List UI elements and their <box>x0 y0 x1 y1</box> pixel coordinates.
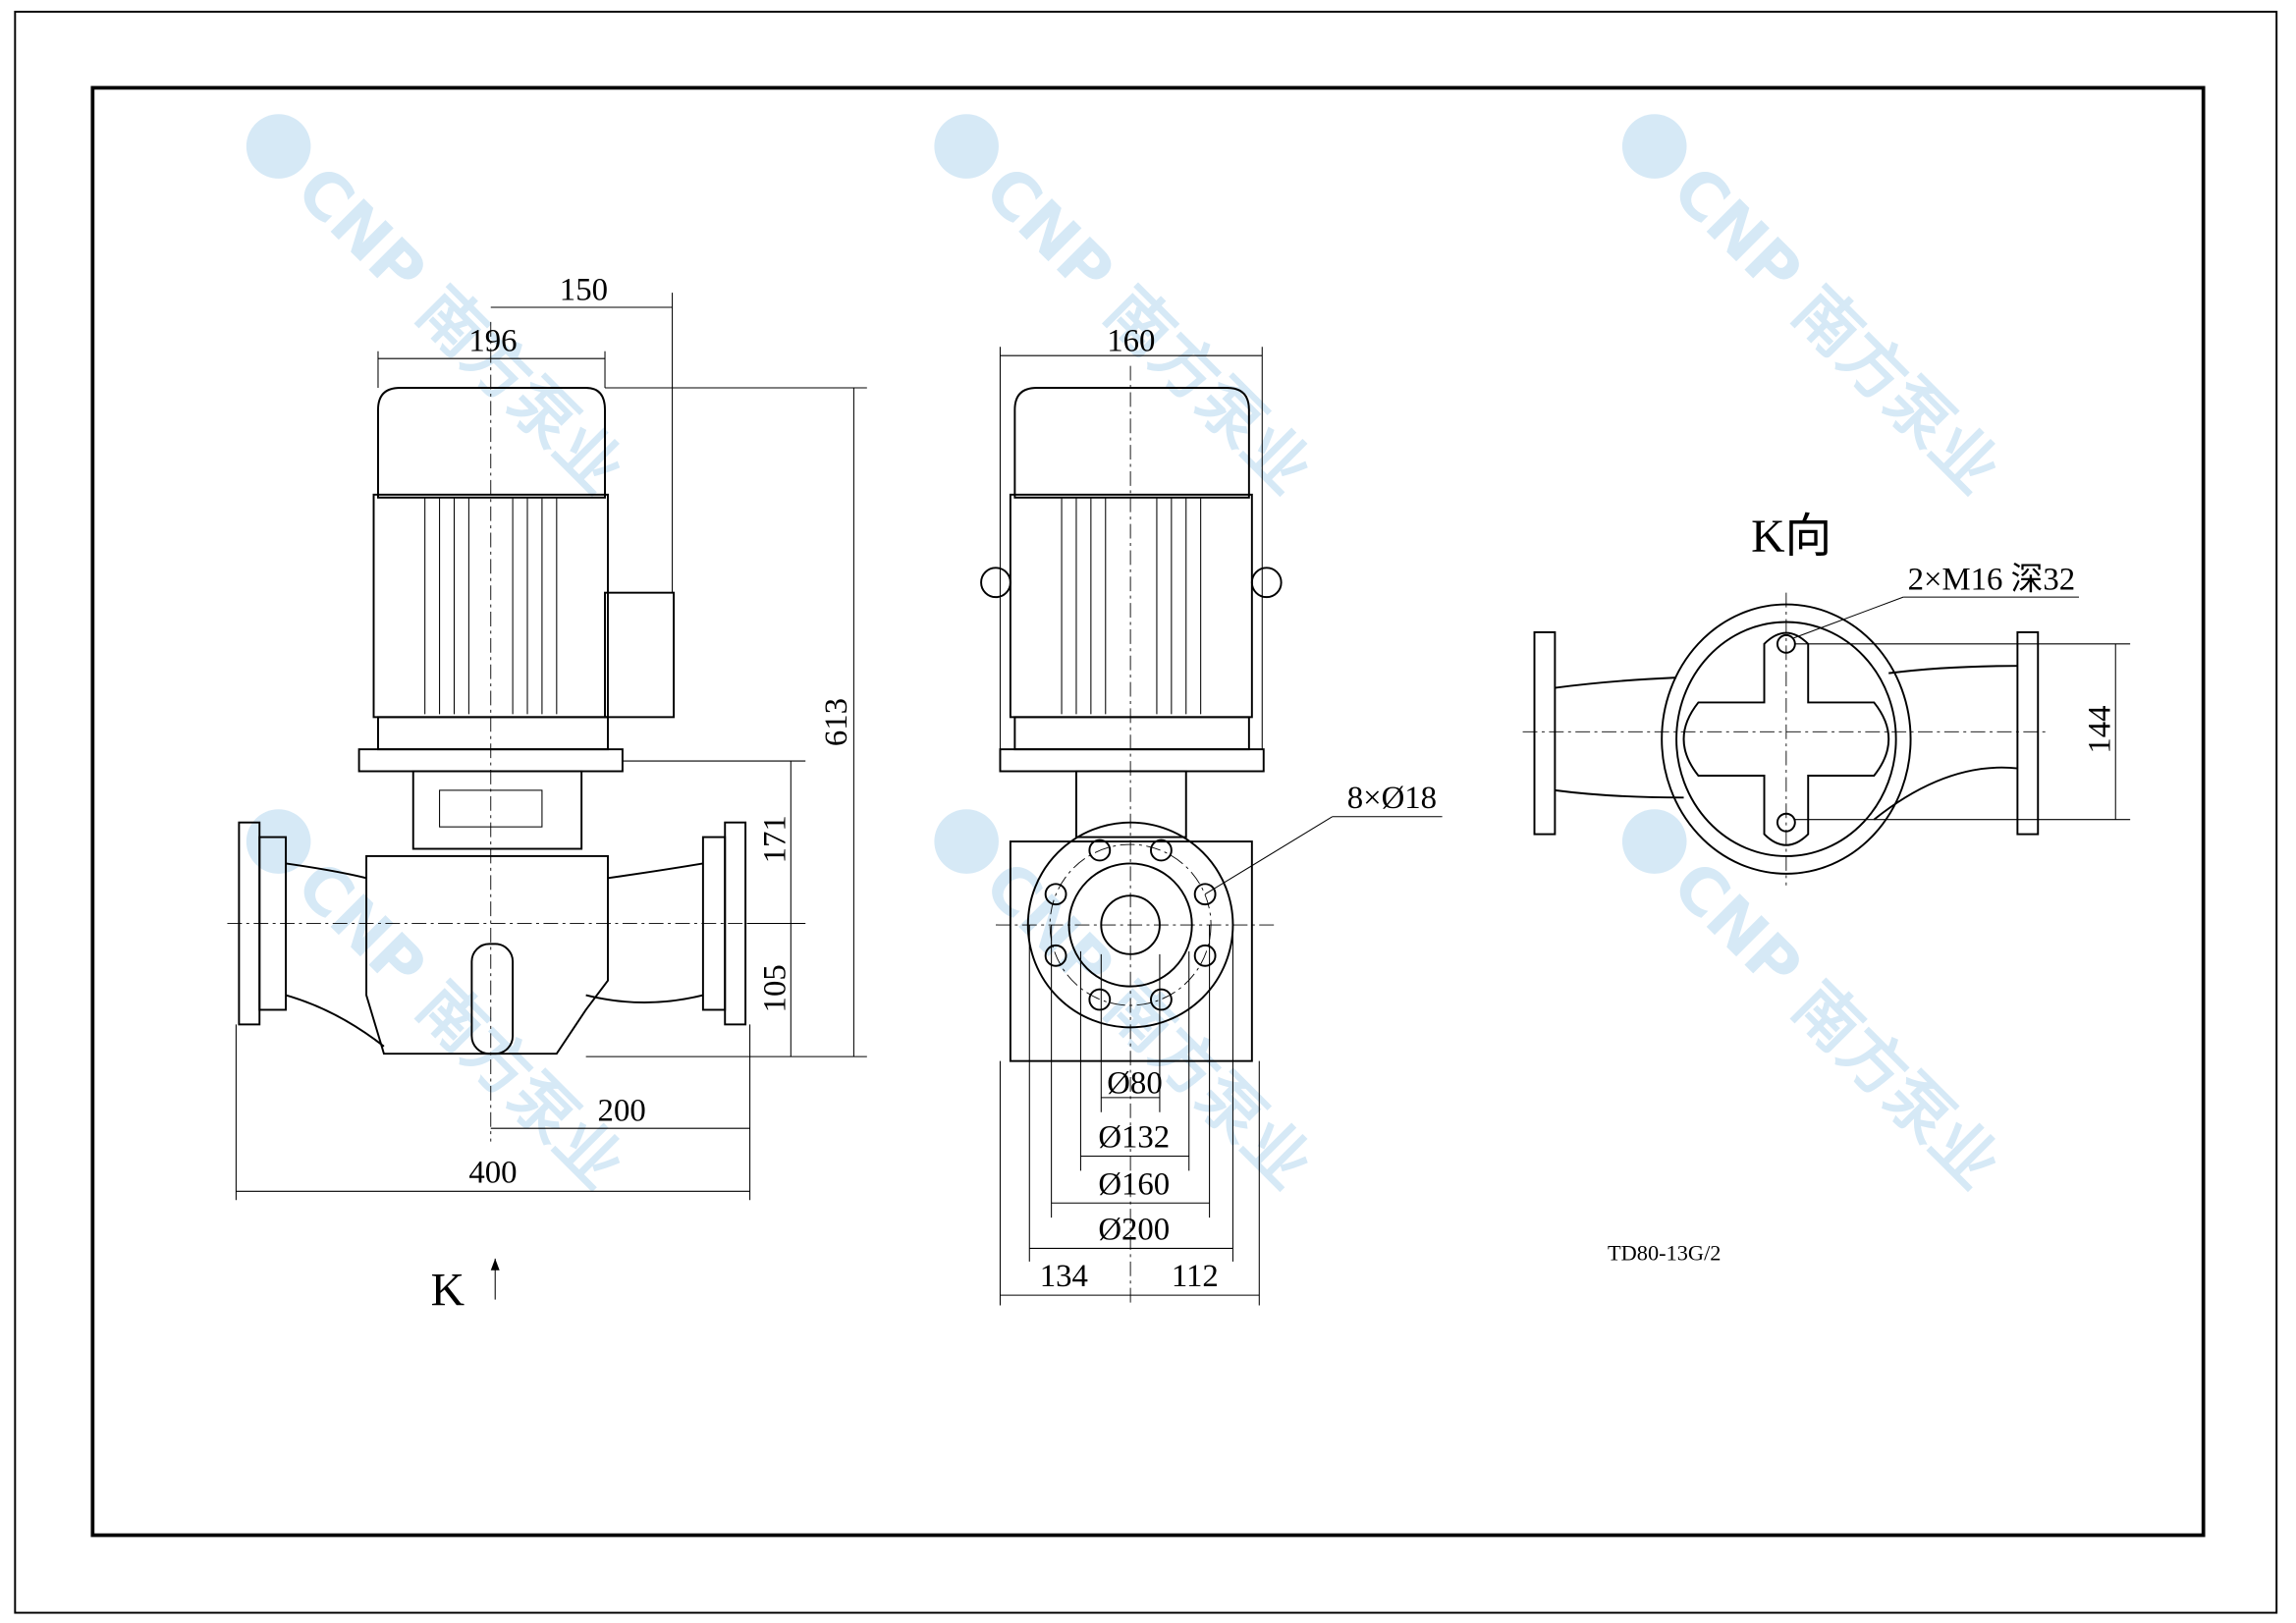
junction-box <box>604 591 676 719</box>
dim-150: 150 <box>560 273 608 308</box>
model-number: TD80-13G/2 <box>1608 1240 1721 1265</box>
dim-196: 196 <box>468 324 517 359</box>
dim-134: 134 <box>1040 1259 1088 1294</box>
view-k-marker: K <box>431 1266 465 1317</box>
dim-112: 112 <box>1172 1259 1219 1294</box>
watermark-logo: CNP 南方泵业 <box>1658 847 2013 1203</box>
watermarks: CNP 南方泵业 CNP 南方泵业 CNP 南方泵业 CNP 南方泵业 CNP … <box>246 114 2013 1203</box>
dim-160: 160 <box>1107 324 1155 359</box>
dim-144: 144 <box>2082 705 2117 753</box>
outer-border <box>14 10 2278 1614</box>
dim-400: 400 <box>468 1155 517 1190</box>
dim-tapped-holes: 2×M16 深32 <box>1908 563 2076 598</box>
front-view: 150 196 613 171 105 200 400 K <box>227 273 867 1317</box>
watermark-logo: CNP 南方泵业 <box>282 152 637 508</box>
dim-flange-od: Ø200 <box>1098 1212 1170 1247</box>
dim-bolt-holes: 8×Ø18 <box>1347 781 1437 816</box>
dim-105: 105 <box>757 964 793 1012</box>
dim-200: 200 <box>598 1094 646 1129</box>
k-view-title: K向 <box>1751 512 1831 563</box>
watermark-logo: CNP 南方泵业 <box>1658 152 2013 508</box>
pump-volute <box>365 854 609 1055</box>
k-view: K向 2×M16 深32 144 <box>1522 512 2131 886</box>
watermark-logo: CNP 南方泵业 <box>282 847 637 1203</box>
dim-613: 613 <box>819 698 854 746</box>
dim-171: 171 <box>757 815 793 863</box>
dim-bore: Ø80 <box>1107 1065 1162 1101</box>
dim-raised-face: Ø132 <box>1098 1120 1170 1156</box>
dim-bolt-circle: Ø160 <box>1098 1166 1170 1202</box>
side-view: 160 8×Ø18 Ø80 Ø132 Ø160 Ø200 134 112 <box>980 324 1443 1306</box>
inner-frame <box>90 85 2206 1538</box>
